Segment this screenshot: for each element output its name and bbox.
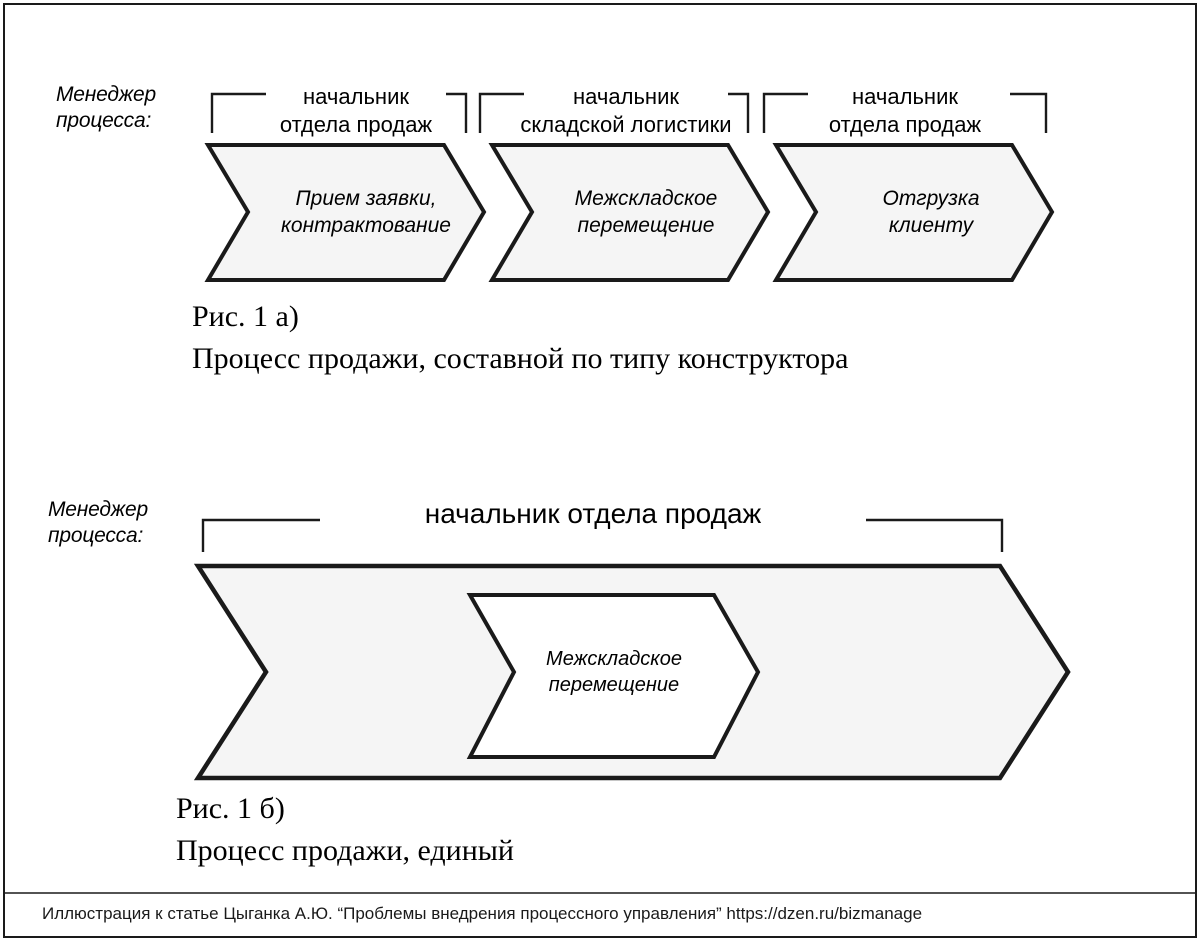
bracket-label-a-1: начальник отдела продаж [279, 84, 433, 137]
bracket-a3-right [1010, 92, 1048, 133]
bracket-a1-left [210, 92, 266, 133]
bracket-a1-right [446, 92, 468, 133]
manager-label-a: Менеджер процесса: [56, 83, 156, 132]
bracket-group-a3 [762, 92, 1048, 133]
chevron-step-1[interactable] [204, 143, 487, 282]
bracket-label-a-2: начальник складской логистики [520, 84, 732, 137]
bracket-b-right [866, 518, 1004, 552]
bracket-a2-right [728, 92, 750, 133]
footer-attribution: Иллюстрация к статье Цыганка А.Ю. “Пробл… [42, 904, 923, 923]
bracket-label-b: начальник отдела продаж [424, 498, 762, 529]
chevron-single-inner[interactable] [466, 593, 761, 759]
chevron-single-inner-label: Межскладское перемещение [546, 648, 682, 696]
bracket-group-a1 [210, 92, 468, 133]
bracket-a3-left [762, 92, 808, 133]
chevron-step-2[interactable] [488, 143, 771, 282]
bracket-group-a2 [478, 92, 750, 133]
caption-a-text: Процесс продажи, составной по типу конст… [192, 342, 849, 375]
caption-a-number: Рис. 1 а) [192, 300, 299, 333]
chevron-step-3-label: Отгрузка клиенту [882, 187, 980, 237]
caption-b-text: Процесс продажи, единый [176, 834, 514, 867]
manager-label-b: Менеджер процесса: [48, 498, 148, 547]
chevron-step-2-label: Межскладское перемещение [574, 187, 718, 237]
chevron-step-3[interactable] [772, 143, 1055, 282]
caption-b-number: Рис. 1 б) [176, 792, 285, 825]
bracket-group-b [201, 518, 1004, 552]
bracket-label-a-3: начальник отдела продаж [828, 84, 982, 137]
bracket-b-left [201, 518, 320, 552]
chevron-step-1-label: Прием заявки, контрактование [281, 187, 451, 237]
bracket-a2-left [478, 92, 524, 133]
